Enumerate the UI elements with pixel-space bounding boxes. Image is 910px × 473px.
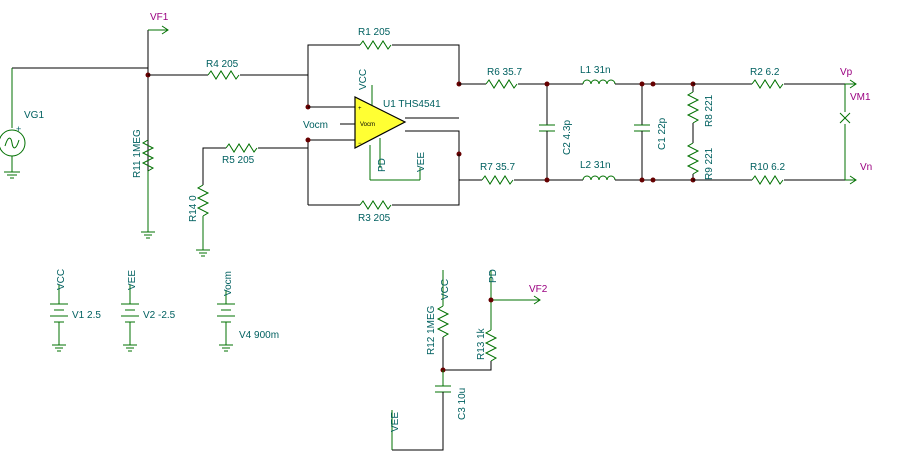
svg-text:+: + <box>16 124 21 134</box>
label-v4-net: Vocm <box>223 271 234 296</box>
label-vee-c3: VEE <box>390 412 401 432</box>
junction-c2-bot <box>544 177 550 183</box>
label-r12: R12 1MEG <box>426 305 437 355</box>
resistor-r12[interactable] <box>436 270 450 370</box>
resistor-r4[interactable] <box>148 70 308 80</box>
probe-vp[interactable] <box>845 79 857 89</box>
label-vcc-r12: VCC <box>440 279 451 300</box>
capacitor-c2[interactable] <box>539 84 555 180</box>
resistor-r7[interactable] <box>458 154 583 185</box>
junction-c1-top2 <box>650 81 656 87</box>
resistor-r9[interactable] <box>686 142 700 180</box>
resistor-r1[interactable] <box>307 40 460 107</box>
battery-v4[interactable] <box>217 290 235 352</box>
label-r8: R8 221 <box>704 94 715 127</box>
label-r11: R11 1MEG <box>132 129 143 178</box>
label-vocm-in: Vocm <box>303 120 328 131</box>
label-r2: R2 6.2 <box>750 67 780 78</box>
resistor-r8[interactable] <box>686 84 700 143</box>
junction-c1-bot <box>639 177 645 183</box>
label-r5: R5 205 <box>222 155 255 166</box>
opamp-plus: − <box>358 141 362 147</box>
label-vocm-pin: Vocm <box>360 122 375 128</box>
source-vg1[interactable]: + <box>0 67 148 179</box>
label-v2-net: VEE <box>127 270 138 290</box>
label-r14: R14 0 <box>188 195 199 222</box>
label-c2: C2 4.3p <box>562 120 573 155</box>
label-r3: R3 205 <box>358 213 391 224</box>
inductor-l2[interactable] <box>582 175 693 181</box>
junction-vf2 <box>488 297 494 303</box>
probe-vn[interactable] <box>845 175 857 185</box>
label-vg1: VG1 <box>24 110 44 121</box>
label-l1: L1 31n <box>580 65 611 76</box>
junction-c1-top <box>639 81 645 87</box>
label-r13: R13 1k <box>476 327 487 360</box>
opamp-u1[interactable] <box>308 85 460 181</box>
label-pd-u1: PD <box>377 158 388 172</box>
capacitor-c3[interactable] <box>391 370 451 451</box>
label-r9: R9 221 <box>704 147 715 180</box>
label-vm1: VM1 <box>850 92 871 103</box>
battery-v1[interactable] <box>50 285 68 352</box>
label-r7: R7 35.7 <box>480 162 515 173</box>
probe-vf2[interactable] <box>491 295 541 305</box>
resistor-r6[interactable] <box>459 79 583 89</box>
inductor-l1[interactable] <box>582 79 693 85</box>
capacitor-c1[interactable] <box>634 84 650 180</box>
voltmeter-vm1[interactable] <box>839 84 851 180</box>
junction-inn <box>305 137 311 143</box>
resistor-r11[interactable] <box>141 139 155 239</box>
label-c1: C1 22p <box>657 117 668 150</box>
label-l2: L2 31n <box>580 160 611 171</box>
label-r4: R4 205 <box>206 59 239 70</box>
label-v2: V2 -2.5 <box>143 310 176 321</box>
resistor-r2[interactable] <box>693 79 845 89</box>
label-v4: V4 900m <box>239 330 279 341</box>
label-vf1: VF1 <box>150 12 169 23</box>
label-vcc-u1: VCC <box>358 69 369 90</box>
label-c3: C3 10u <box>457 388 468 420</box>
label-v1-net: VCC <box>56 269 67 290</box>
resistor-r14[interactable] <box>196 184 210 257</box>
label-vf2: VF2 <box>529 284 548 295</box>
resistor-r10[interactable] <box>693 175 845 185</box>
resistor-r5[interactable] <box>202 140 309 205</box>
junction-c1-bot2 <box>650 177 656 183</box>
junction-c2-top <box>544 81 550 87</box>
probe-vf1[interactable] <box>147 25 169 232</box>
opamp-minus: + <box>358 106 362 112</box>
label-u1: U1 THS4541 <box>383 99 441 110</box>
label-vee-u1: VEE <box>416 152 427 172</box>
label-r10: R10 6.2 <box>750 162 785 173</box>
label-vn: Vn <box>860 162 872 173</box>
battery-v2[interactable] <box>121 285 139 352</box>
label-vp: Vp <box>840 67 853 78</box>
label-v1: V1 2.5 <box>72 310 101 321</box>
label-r6: R6 35.7 <box>487 67 522 78</box>
label-r1: R1 205 <box>358 27 391 38</box>
label-pd-r13: PD <box>488 269 499 283</box>
